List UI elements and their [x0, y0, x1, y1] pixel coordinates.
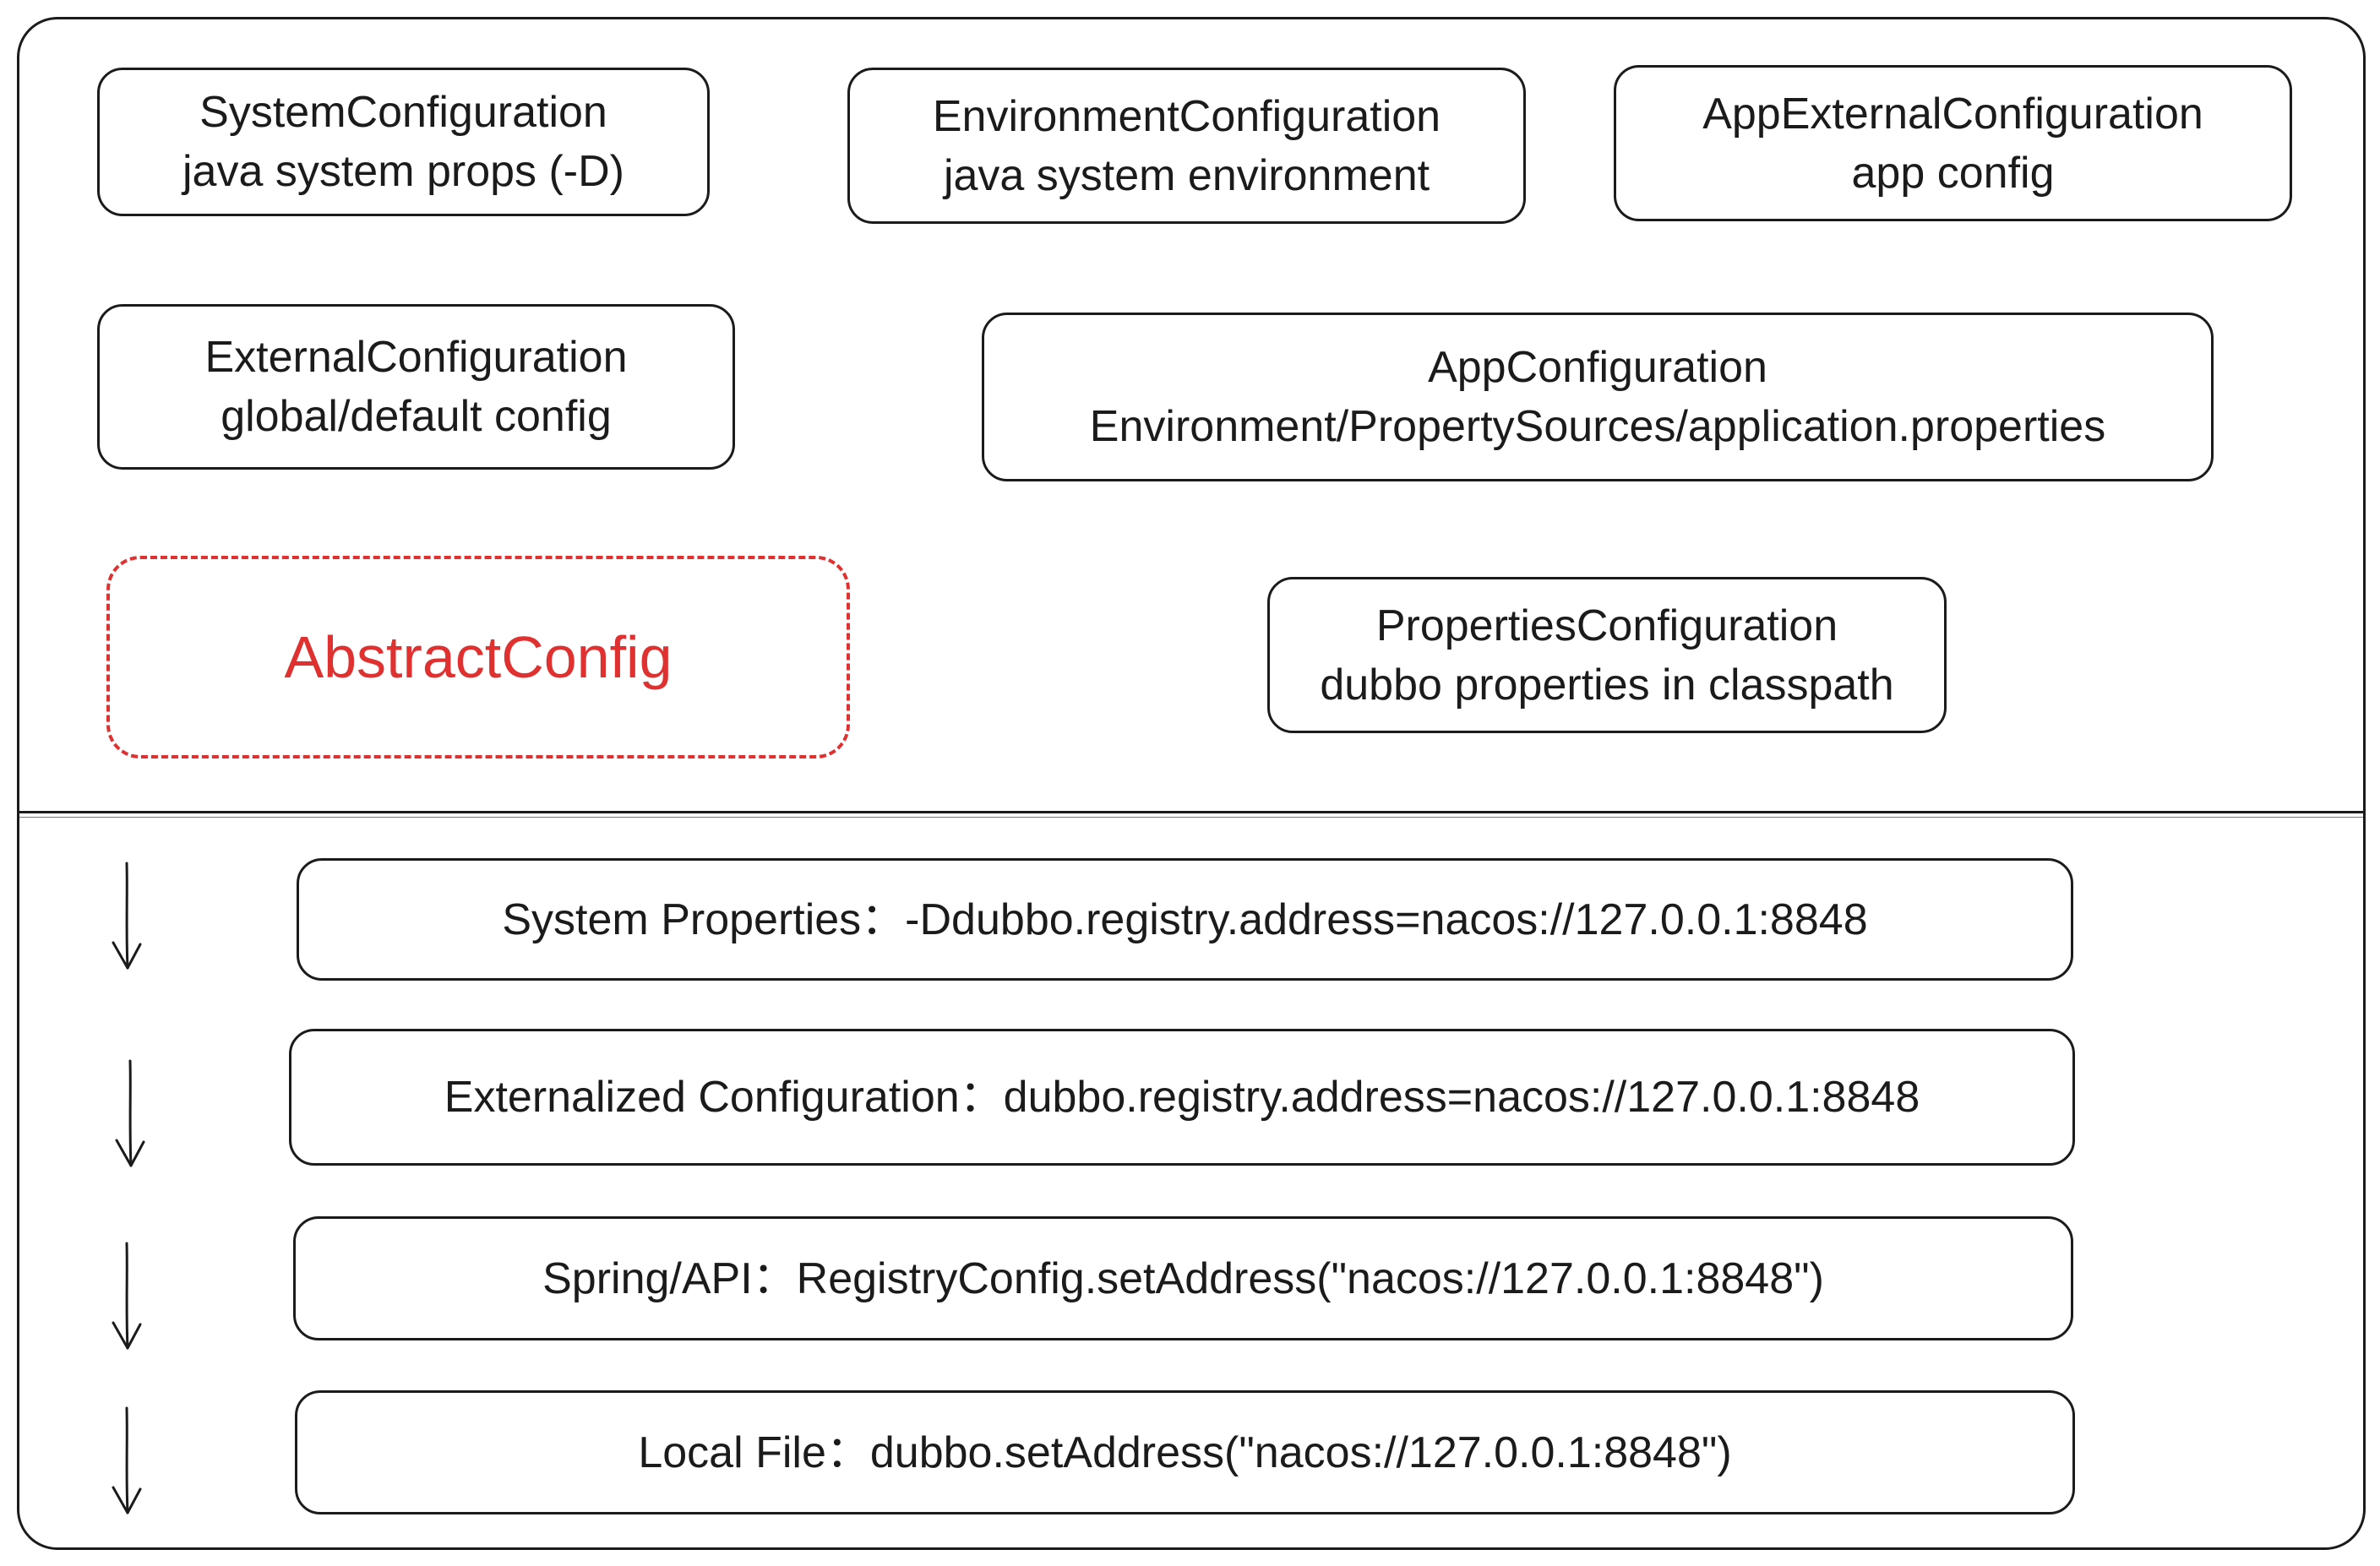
- externalized-configuration-row: Externalized Configuration：dubbo.registr…: [289, 1029, 2075, 1166]
- external-configuration-box: ExternalConfiguration global/default con…: [97, 304, 735, 470]
- abstract-config-box: AbstractConfig: [106, 556, 850, 759]
- down-arrow-icon: [112, 1242, 142, 1350]
- system-properties-text: System Properties：-Ddubbo.registry.addre…: [502, 894, 1868, 944]
- app-external-configuration-box: AppExternalConfiguration app config: [1614, 65, 2292, 221]
- externalized-configuration-text: Externalized Configuration：dubbo.registr…: [444, 1073, 1920, 1122]
- properties-configuration-title: PropertiesConfiguration: [1375, 601, 1838, 650]
- external-configuration-title: ExternalConfiguration: [204, 333, 628, 382]
- spring-api-text: Spring/API：RegistryConfig.setAddress("na…: [542, 1253, 1824, 1303]
- environment-configuration-subtitle: java system environment: [943, 150, 1430, 200]
- properties-configuration-subtitle: dubbo properties in classpath: [1320, 660, 1894, 710]
- down-arrow-icon: [112, 1406, 142, 1514]
- app-external-configuration-title: AppExternalConfiguration: [1702, 89, 2203, 139]
- app-configuration-title: AppConfiguration: [1428, 343, 1767, 392]
- app-configuration-subtitle: Environment/PropertySources/application.…: [1089, 402, 2106, 451]
- app-external-configuration-subtitle: app config: [1851, 148, 2055, 198]
- spring-api-row: Spring/API：RegistryConfig.setAddress("na…: [293, 1216, 2073, 1340]
- app-configuration-box: AppConfiguration Environment/PropertySou…: [982, 313, 2214, 481]
- system-configuration-subtitle: java system props (-D): [182, 147, 624, 196]
- abstract-config-title: AbstractConfig: [284, 624, 673, 690]
- system-configuration-title: SystemConfiguration: [199, 88, 607, 137]
- section-divider: [17, 811, 2366, 813]
- properties-configuration-box: PropertiesConfiguration dubbo properties…: [1267, 577, 1947, 733]
- system-configuration-box: SystemConfiguration java system props (-…: [97, 68, 710, 216]
- environment-configuration-box: EnvironmentConfiguration java system env…: [847, 68, 1526, 224]
- down-arrow-icon: [112, 862, 142, 970]
- external-configuration-subtitle: global/default config: [221, 392, 612, 441]
- local-file-text: Local File：dubbo.setAddress("nacos://127…: [638, 1427, 1732, 1477]
- local-file-row: Local File：dubbo.setAddress("nacos://127…: [295, 1390, 2075, 1514]
- environment-configuration-title: EnvironmentConfiguration: [932, 91, 1441, 141]
- outer-frame: [17, 17, 2366, 1550]
- system-properties-row: System Properties：-Ddubbo.registry.addre…: [297, 858, 2073, 981]
- down-arrow-icon: [115, 1059, 145, 1167]
